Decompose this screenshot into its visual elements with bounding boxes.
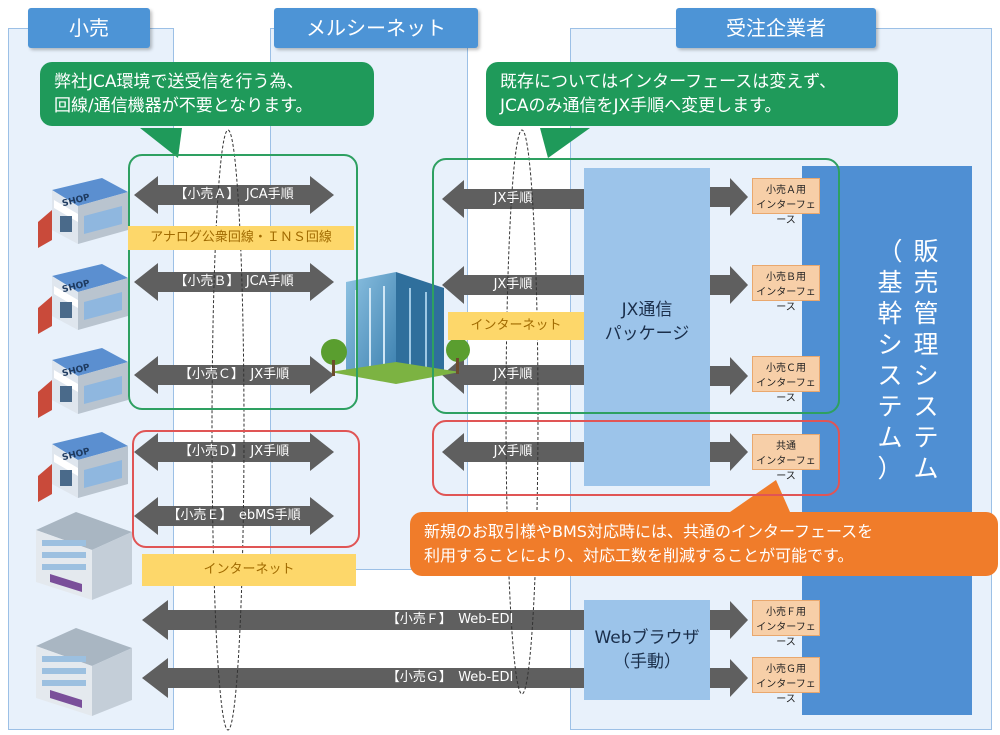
arrow-browser-g xyxy=(710,659,748,697)
arrow-label-retail-b: 【小売Ｂ】 JCA手順 xyxy=(174,274,294,289)
arrow-jx-c xyxy=(442,356,560,394)
arrow-retail-d xyxy=(134,433,334,471)
retail-lane-header: 小売 xyxy=(28,8,150,48)
supplier-lane-header: 受注企業者 xyxy=(676,8,876,48)
arrow-jx-a xyxy=(442,180,560,218)
office-building-icon xyxy=(36,512,132,600)
arrow-label-jx-d: JX手順 xyxy=(493,444,533,459)
interface-retail-b: 小売Ｂ用インターフェース xyxy=(752,265,820,313)
interface-common: 共通インターフェース xyxy=(752,434,820,482)
system-char: シ xyxy=(913,361,939,390)
interface-retail-a: 小売Ａ用インターフェース xyxy=(752,178,820,226)
arrow-label-jx-a: JX手順 xyxy=(493,191,533,206)
system-char: ム xyxy=(877,423,903,452)
arrow-to-iface-b xyxy=(710,266,748,304)
browser-line: Webブラウザ xyxy=(594,628,700,648)
bubble-tail-right xyxy=(540,128,590,158)
arrow-label-jx-b: JX手順 xyxy=(493,277,533,292)
system-char: 基 xyxy=(877,268,903,297)
system-char: （ xyxy=(877,237,903,266)
system-char: 管 xyxy=(913,299,939,328)
arrow-retail-f xyxy=(142,600,584,640)
arrow-label-retail-a: 【小売Ａ】 JCA手順 xyxy=(174,187,294,202)
arrow-retail-e xyxy=(134,497,334,535)
arrow-retail-a xyxy=(134,176,334,214)
bubble-tail-left xyxy=(140,128,182,158)
shop-icon xyxy=(38,264,128,334)
arrow-retail-g xyxy=(142,658,584,698)
arrow-label-retail-e: 【小売Ｅ】 ebMS手順 xyxy=(167,508,301,523)
arrow-browser-f xyxy=(710,601,748,639)
arrow-retail-c xyxy=(134,356,334,394)
web-browser-box: Webブラウザ （手動） xyxy=(584,600,710,700)
callout-common-interface: 新規のお取引様やBMS対応時には、共通のインターフェースを 利用することにより、… xyxy=(410,512,998,576)
arrow-retail-b xyxy=(134,263,334,301)
callout-no-line-needed: 弊社JCA環境で送受信を行う為、 回線/通信機器が不要となります。 xyxy=(40,62,374,126)
system-char: シ xyxy=(877,330,903,359)
interface-retail-f: 小売Ｆ用インターフェース xyxy=(752,600,820,648)
system-char: 幹 xyxy=(877,299,903,328)
core-system-block xyxy=(802,166,972,715)
package-line: JX通信 xyxy=(621,300,673,320)
jca-group-right xyxy=(432,158,840,414)
arrow-to-iface-common xyxy=(710,433,748,471)
core-system-subtitle: （ 基 幹 シ ス テ ム ） xyxy=(874,236,906,484)
arrow-to-iface-c xyxy=(710,357,748,395)
arrow-jx-c-tail xyxy=(560,365,584,385)
arrow-jx-b-tail xyxy=(560,275,584,295)
system-char: 理 xyxy=(913,330,939,359)
jx-package-box: JX通信 パッケージ xyxy=(584,168,710,486)
arrow-jx-d xyxy=(442,433,560,471)
shop-icon xyxy=(38,348,128,418)
system-char: ス xyxy=(913,392,939,421)
bubble-tail-orange xyxy=(730,480,790,512)
internet-band-left: インターネット xyxy=(142,554,356,586)
system-char: 販 xyxy=(913,237,939,266)
core-system-title: 販 売 管 理 シ ス テ ム xyxy=(910,236,942,484)
analog-line-band: アナログ公衆回線・ＩＮＳ回線 xyxy=(128,226,354,250)
system-char: テ xyxy=(913,423,939,452)
jca-group-left xyxy=(128,154,358,410)
interface-retail-c: 小売Ｃ用インターフェース xyxy=(752,356,820,404)
browser-line: （手動） xyxy=(613,652,681,672)
arrow-label-retail-g: 【小売Ｇ】 Web-EDI xyxy=(386,670,514,685)
system-char: ） xyxy=(877,454,903,483)
package-line: パッケージ xyxy=(604,324,690,344)
arrow-jx-a-tail xyxy=(560,189,584,209)
arrow-label-jx-c: JX手順 xyxy=(493,367,533,382)
interface-retail-g: 小売Ｇ用インターフェース xyxy=(752,657,820,705)
arrow-label-retail-c: 【小売Ｃ】 JX手順 xyxy=(178,367,290,382)
shop-icon xyxy=(38,432,128,502)
arrow-jx-d-tail xyxy=(560,442,584,462)
callout-interface-unchanged: 既存についてはインターフェースは変えず、 JCAのみ通信をJX手順へ変更します。 xyxy=(486,62,898,126)
new-group-left xyxy=(132,430,360,548)
shop-icon xyxy=(38,178,128,248)
system-char: ム xyxy=(913,454,939,483)
arrow-to-iface-a xyxy=(710,178,748,216)
system-char: 売 xyxy=(913,268,939,297)
arrow-jx-b xyxy=(442,266,560,304)
network-lane-header: メルシーネット xyxy=(274,8,478,48)
system-char: ス xyxy=(877,361,903,390)
arrow-label-retail-d: 【小売Ｄ】 JX手順 xyxy=(178,444,290,459)
new-group-right xyxy=(432,420,840,496)
office-building-icon xyxy=(36,628,132,716)
arrow-label-retail-f: 【小売Ｆ】 Web-EDI xyxy=(386,612,514,627)
internet-band-mid: インターネット xyxy=(448,312,584,340)
system-char: テ xyxy=(877,392,903,421)
